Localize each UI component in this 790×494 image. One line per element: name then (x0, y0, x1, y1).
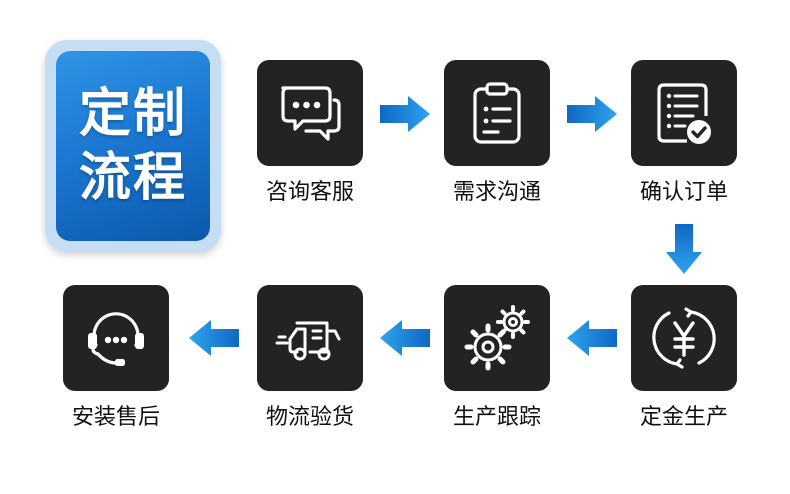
step-logistics-inspection: 物流验货 (250, 285, 370, 432)
step-requirements-label: 需求沟通 (452, 180, 541, 205)
gears-icon (464, 305, 530, 371)
step-confirm-order-label: 确认订单 (639, 180, 728, 205)
step-production-tracking-box (444, 285, 550, 391)
step-logistics-inspection-box (257, 285, 363, 391)
clipboard-icon (473, 82, 521, 144)
chat-bubbles-icon (281, 86, 341, 141)
title-line-1: 定制 (78, 84, 187, 144)
delivery-truck-icon (275, 321, 341, 361)
arrow-right-icon (380, 96, 430, 132)
step-consult-box (257, 60, 363, 166)
step-deposit-production-label: 定金生产 (639, 405, 728, 430)
title-card: 定制 流程 (45, 40, 221, 252)
step-installation-aftersales-label: 安装售后 (71, 405, 160, 430)
arrow-left-icon (567, 320, 617, 356)
yuan-cycle-icon (652, 307, 716, 369)
step-confirm-order-box (631, 60, 737, 166)
step-production-tracking-label: 生产跟踪 (452, 405, 541, 430)
title-line-2: 流程 (78, 148, 187, 208)
title-panel: 定制 流程 (56, 51, 210, 241)
step-deposit-production: 定金生产 (624, 285, 744, 432)
step-confirm-order: 确认订单 (624, 60, 744, 207)
step-consult-label: 咨询客服 (265, 180, 354, 205)
step-installation-aftersales-box (63, 285, 169, 391)
step-installation-aftersales: 安装售后 (56, 285, 176, 432)
step-logistics-inspection-label: 物流验货 (265, 405, 354, 430)
arrow-right-icon (567, 96, 617, 132)
step-requirements: 需求沟通 (437, 60, 557, 207)
arrow-down-icon (666, 224, 702, 274)
step-requirements-box (444, 60, 550, 166)
arrow-left-icon (380, 320, 430, 356)
step-consult: 咨询客服 (250, 60, 370, 207)
document-check-icon (657, 83, 711, 144)
step-deposit-production-box (631, 285, 737, 391)
headset-support-icon (88, 312, 144, 366)
arrow-left-icon (189, 320, 239, 356)
step-production-tracking: 生产跟踪 (437, 285, 557, 432)
